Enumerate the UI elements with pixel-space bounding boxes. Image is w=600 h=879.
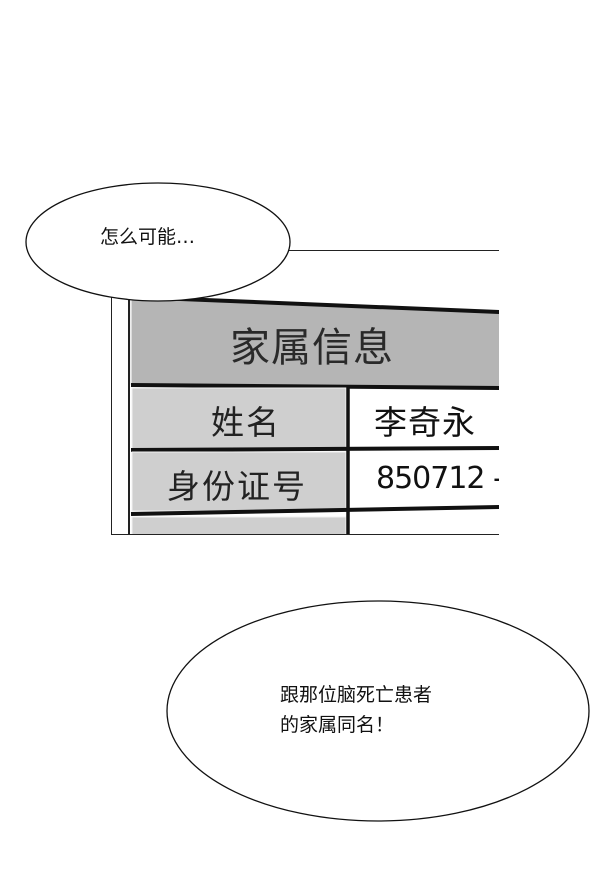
label-name: 姓名 [211,403,281,442]
speech-bubble-bottom: 跟那位脑死亡患者 的家属同名！ [165,598,591,824]
value-name: 李奇永 [374,403,476,442]
speech-bubble-bottom-line2: 的家属同名！ [280,714,395,736]
speech-bubble-top-shape [25,182,291,302]
record-panel: 家属信息 姓名 李奇永 身份证号 850712 - [111,250,499,535]
speech-bubble-top: 怎么可能… [24,182,294,304]
value-id-number: 850712 - [376,461,499,496]
record-header-title: 家属信息 [230,325,394,371]
record-table-graphic [128,251,499,534]
speech-bubble-bottom-line1: 跟那位脑死亡患者 [280,684,433,706]
speech-bubble-bottom-shape [166,600,590,822]
label-id-number: 身份证号 [167,467,307,506]
speech-bubble-top-text: 怎么可能… [100,226,196,248]
